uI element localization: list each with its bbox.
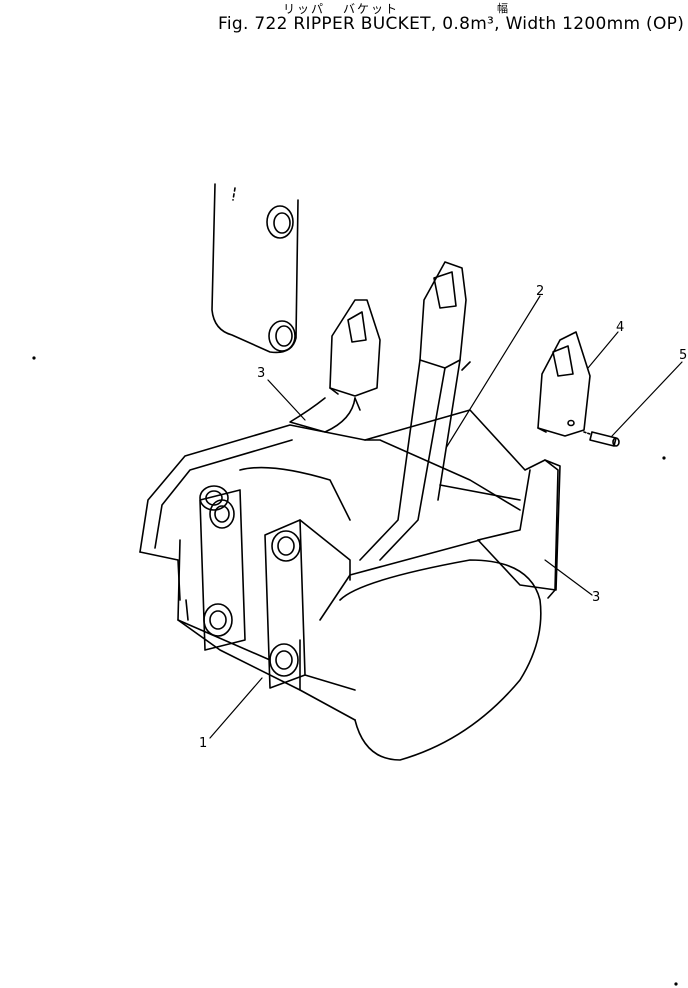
bucket-body <box>139 409 561 761</box>
spare-tooth <box>537 331 591 437</box>
furigana-ripper: リッパ <box>283 2 326 16</box>
callout-3-right: 3 <box>592 590 601 605</box>
left-shank <box>289 299 381 433</box>
leader-lines <box>209 295 683 739</box>
callout-3-left: 3 <box>257 366 266 381</box>
center-shank <box>359 261 471 561</box>
hinge-left <box>185 485 246 651</box>
figure-title: Fig. 722 RIPPER BUCKET, 0.8m³, Width 120… <box>218 14 685 34</box>
callout-1: 1 <box>199 736 208 751</box>
pin <box>583 431 620 447</box>
callout-4: 4 <box>616 320 625 335</box>
furigana-width: 幅 <box>497 2 510 15</box>
callout-2: 2 <box>536 284 545 299</box>
hinge-right <box>264 519 356 691</box>
callout-5: 5 <box>679 348 688 363</box>
arm <box>211 183 299 354</box>
furigana-bucket: バケット <box>343 2 400 16</box>
